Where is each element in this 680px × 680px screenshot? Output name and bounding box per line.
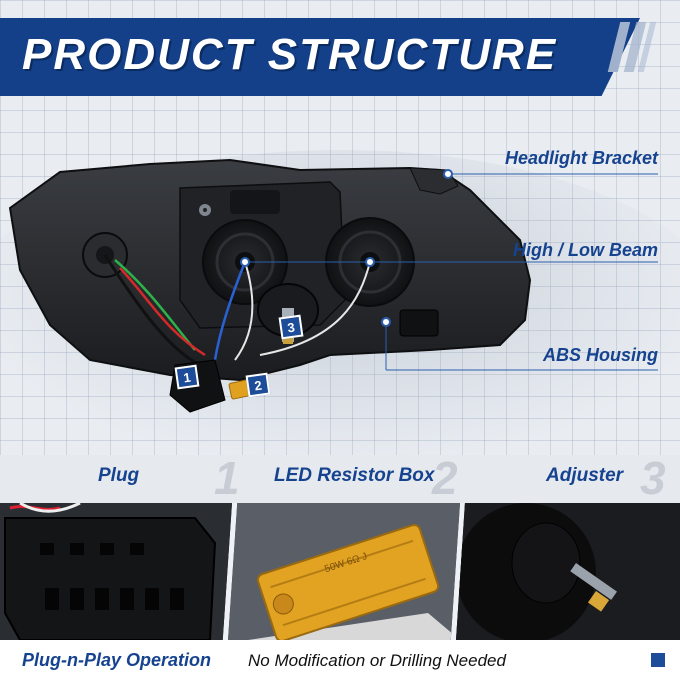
footer-square-decoration bbox=[651, 653, 665, 667]
title-banner bbox=[0, 18, 640, 96]
page-title: PRODUCT STRUCTURE bbox=[22, 30, 558, 79]
callout-headlight-bracket: Headlight Bracket bbox=[504, 148, 658, 168]
resistor-detail-image: 50W 6Ω J bbox=[228, 503, 460, 640]
callout-abs-housing: ABS Housing bbox=[543, 345, 658, 365]
detail-label-resistor: LED Resistor Box bbox=[274, 465, 435, 486]
plug-detail-image bbox=[0, 503, 232, 640]
footer-text: No Modification or Drilling Needed bbox=[248, 651, 506, 670]
footer-bar bbox=[0, 640, 680, 680]
headlight-assembly-image bbox=[8, 158, 532, 413]
callout-high-low-beam: High / Low Beam bbox=[512, 240, 658, 260]
banner-stripes-decoration bbox=[600, 22, 660, 72]
detail-label-adjuster: Adjuster bbox=[546, 465, 624, 486]
detail-number-2: 2 bbox=[432, 452, 458, 504]
detail-label-plug: Plug bbox=[98, 465, 140, 486]
detail-number-1: 1 bbox=[214, 452, 240, 504]
detail-labels-bar bbox=[0, 455, 680, 503]
footer-highlight: Plug-n-Play Operation bbox=[22, 650, 212, 670]
badge-3: 3 bbox=[278, 314, 304, 340]
detail-number-3: 3 bbox=[640, 452, 666, 504]
badge-1: 1 bbox=[174, 364, 200, 390]
badge-2: 2 bbox=[245, 372, 271, 398]
adjuster-detail-image bbox=[456, 503, 680, 640]
